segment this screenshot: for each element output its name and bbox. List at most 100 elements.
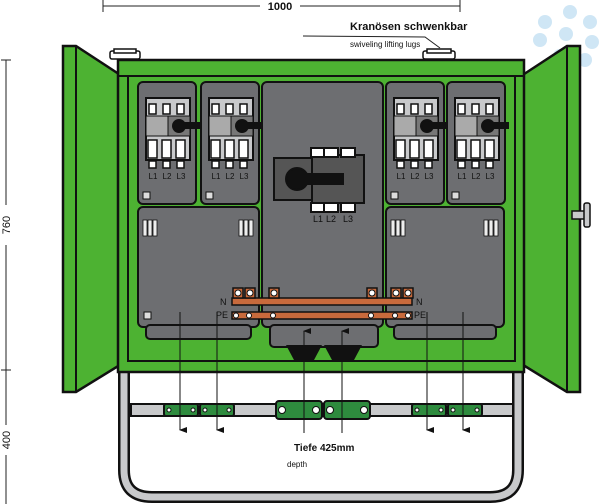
breaker-terminal	[485, 160, 494, 169]
panel-screw-icon	[390, 191, 399, 200]
terminal-block	[493, 219, 499, 237]
panel-screw-icon	[205, 191, 214, 200]
switch-terminal	[310, 202, 326, 213]
breaker-pole	[484, 139, 495, 159]
main-switch-handle	[296, 173, 344, 185]
breaker-terminal	[410, 160, 419, 169]
switch-terminal	[323, 202, 339, 213]
breaker-pole	[395, 139, 406, 159]
terminal-block	[390, 219, 396, 237]
breaker-label-field	[393, 115, 417, 137]
breaker-pole	[175, 139, 186, 159]
neutral-busbar	[231, 297, 413, 306]
depth-label-de: Tiefe 425mm	[294, 443, 355, 454]
terminal-block	[400, 219, 406, 237]
breaker-terminal	[225, 160, 234, 169]
breaker-label-field	[454, 115, 478, 137]
switch-terminal	[323, 147, 339, 158]
breaker-terminal	[410, 103, 419, 115]
pe-screw-icon	[405, 312, 411, 319]
width-dimension	[102, 0, 461, 12]
lifting-lugs	[109, 48, 456, 60]
pe-screw-icon	[392, 312, 398, 319]
breaker-pole	[224, 139, 235, 159]
breaker-terminal	[176, 103, 185, 115]
switch-terminal	[340, 202, 356, 213]
lifting-lugs-leader	[302, 35, 441, 49]
breaker-terminal	[396, 103, 405, 115]
breaker-terminal	[457, 160, 466, 169]
height-label: 760	[1, 216, 13, 234]
lower-panel-base	[393, 324, 497, 340]
pe-screw-icon	[233, 312, 239, 319]
terminal-block	[147, 219, 153, 237]
pe-label-right: PE	[414, 310, 426, 320]
terminal-block	[248, 219, 254, 237]
pe-busbar	[231, 311, 413, 320]
terminal-block	[483, 219, 489, 237]
width-label: 1000	[268, 1, 292, 13]
terminal-block	[152, 219, 158, 237]
phase-label: L2	[472, 172, 481, 181]
panel-screw-icon	[143, 311, 152, 320]
panel-screw-icon	[142, 191, 151, 200]
phase-label: L2	[226, 172, 235, 181]
pe-screw-icon	[368, 312, 374, 319]
panel-screw-icon	[451, 191, 460, 200]
breaker-terminal	[148, 103, 157, 115]
breaker-pole	[147, 139, 158, 159]
neutral-label-left: N	[220, 297, 227, 307]
breaker-pole	[210, 139, 221, 159]
pe-screw-icon	[270, 312, 276, 319]
breaker-terminal	[211, 160, 220, 169]
height-dimension	[1, 59, 11, 504]
terminal-block	[395, 219, 401, 237]
phase-label: L1	[212, 172, 221, 181]
breaker-handle	[178, 122, 200, 129]
socket-housing	[269, 324, 379, 348]
breaker-pole	[161, 139, 172, 159]
terminal-block	[238, 219, 244, 237]
breaker-pole	[470, 139, 481, 159]
breaker-terminal	[471, 160, 480, 169]
breaker-handle	[241, 122, 263, 129]
breaker-terminal	[457, 103, 466, 115]
breaker-terminal	[239, 160, 248, 169]
breaker-pole	[456, 139, 467, 159]
switch-terminal	[340, 147, 356, 158]
breaker-terminal	[162, 160, 171, 169]
breaker-pole	[423, 139, 434, 159]
lower-panel-base	[145, 324, 252, 340]
breaker-terminal	[471, 103, 480, 115]
lifting-lugs-label-en: swiveling lifting lugs	[350, 40, 420, 49]
breaker-label-field	[145, 115, 169, 137]
breaker-handle	[487, 122, 509, 129]
socket-right	[324, 345, 362, 360]
pe-screw-icon	[246, 312, 252, 319]
phase-label: L2	[163, 172, 172, 181]
breaker-terminal	[225, 103, 234, 115]
pe-label-left: PE	[216, 310, 228, 320]
phase-label: L3	[240, 172, 249, 181]
phase-label: L1	[458, 172, 467, 181]
door-handle[interactable]	[571, 202, 591, 228]
breaker-terminal	[396, 160, 405, 169]
depth-label-en: depth	[287, 460, 307, 469]
terminal-block	[142, 219, 148, 237]
phase-label: L1	[397, 172, 406, 181]
breaker-terminal	[148, 160, 157, 169]
phase-label: L1	[149, 172, 158, 181]
phase-label: L2	[326, 214, 336, 224]
breaker-terminal	[424, 103, 433, 115]
phase-label: L3	[177, 172, 186, 181]
frame-height-label: 400	[1, 431, 13, 449]
breaker-terminal	[424, 160, 433, 169]
breaker-terminal	[162, 103, 171, 115]
lifting-lugs-label-de: Kranösen schwenkbar	[350, 21, 468, 33]
terminal-block	[243, 219, 249, 237]
breaker-terminal	[176, 160, 185, 169]
phase-label: L3	[425, 172, 434, 181]
breaker-label-field	[208, 115, 232, 137]
breaker-pole	[238, 139, 249, 159]
